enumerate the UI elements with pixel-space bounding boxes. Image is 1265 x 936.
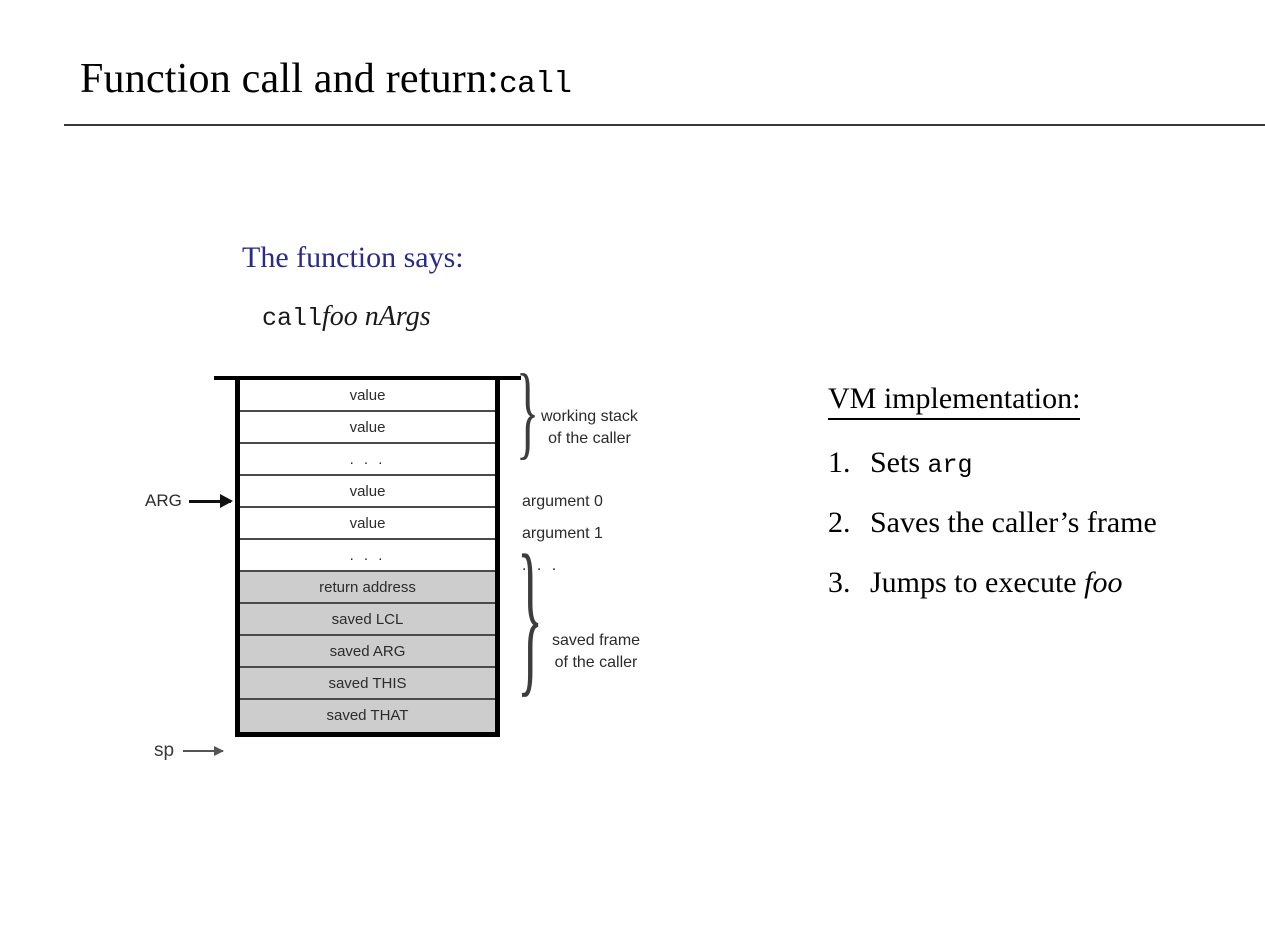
arrow-right-icon [183, 746, 225, 756]
vm-step-number: 3. [828, 566, 851, 599]
vm-step-3: 3. Jumps to execute foo [828, 566, 1228, 600]
working-stack-line-2: of the caller [548, 430, 631, 447]
page-title: Function call and return:call [80, 55, 572, 103]
stack-row-label: value [349, 515, 386, 532]
stack-row: value [240, 380, 495, 412]
vm-step-1: 1. Sets arg [828, 446, 1228, 480]
stack-row: return address [240, 572, 495, 604]
vm-step-text: Sets arg [870, 446, 973, 480]
saved-frame-line-1: saved frame [552, 632, 641, 649]
call-arguments: foo nArgs [322, 301, 431, 332]
stack-row: value [240, 412, 495, 444]
working-stack-annotation: working stack of the caller [541, 406, 638, 450]
sp-pointer-label: sp [154, 740, 175, 761]
argument-1-annotation: argument 1 [522, 525, 603, 542]
arrow-right-icon [188, 494, 233, 508]
vm-step-2: 2. Saves the caller’s frame [828, 506, 1228, 540]
stack-row: . . . [240, 540, 495, 572]
stack-row-label: saved LCL [331, 611, 404, 628]
stack-row-label: saved ARG [329, 643, 406, 660]
arg-pointer-label: ARG [145, 491, 182, 510]
page-title-text: Function call and return: [80, 56, 500, 102]
vm-step-number: 2. [828, 506, 851, 539]
vm-step-number: 1. [828, 446, 851, 479]
title-divider [64, 124, 1265, 126]
vm-step-text-italic: foo [1084, 566, 1123, 599]
curly-brace-icon: } [517, 518, 544, 712]
vm-step-text-pre: Saves the caller’s frame [870, 506, 1157, 539]
argument-dots-annotation: . . . [522, 557, 560, 574]
stack-row-label: . . . [349, 451, 386, 468]
function-says-heading: The function says: [242, 241, 464, 274]
stack-row: . . . [240, 444, 495, 476]
working-stack-line-1: working stack [541, 408, 638, 425]
stack-row: saved LCL [240, 604, 495, 636]
stack-row-label: value [349, 419, 386, 436]
stack-top-rule [214, 376, 521, 380]
stack-row-label: saved THIS [328, 675, 407, 692]
stack-diagram: value value . . . value value . . . retu… [145, 359, 774, 776]
vm-step-text: Saves the caller’s frame [870, 506, 1157, 540]
stack-row: saved THIS [240, 668, 495, 700]
stack-row: value [240, 508, 495, 540]
vm-implementation-section: VM implementation: 1. Sets arg 2. Saves … [828, 382, 1228, 600]
saved-frame-line-2: of the caller [554, 654, 638, 671]
vm-step-text: Jumps to execute foo [870, 566, 1122, 600]
stack-table: value value . . . value value . . . retu… [235, 380, 500, 737]
call-keyword: call [262, 304, 323, 333]
argument-0-annotation: argument 0 [522, 493, 603, 510]
vm-step-text-pre: Jumps to execute [870, 566, 1085, 599]
vm-step-text-mono: arg [927, 451, 973, 480]
page-title-command: call [499, 67, 572, 102]
stack-row: value [240, 476, 495, 508]
stack-row-label: value [349, 483, 386, 500]
stack-row-label: return address [319, 579, 416, 596]
saved-frame-annotation: saved frame of the caller [552, 630, 640, 674]
stack-row-label: value [349, 387, 386, 404]
arg-pointer: ARG [145, 485, 233, 517]
stack-row-label: saved THAT [326, 707, 409, 724]
vm-implementation-heading: VM implementation: [828, 382, 1081, 420]
call-signature: callfoo nArgs [262, 301, 431, 333]
vm-step-text-pre: Sets [870, 446, 928, 479]
stack-row-label: . . . [349, 547, 386, 564]
stack-row: saved THAT [240, 700, 495, 732]
curly-brace-icon: } [516, 353, 540, 469]
sp-pointer: sp [154, 740, 225, 762]
stack-row: saved ARG [240, 636, 495, 668]
